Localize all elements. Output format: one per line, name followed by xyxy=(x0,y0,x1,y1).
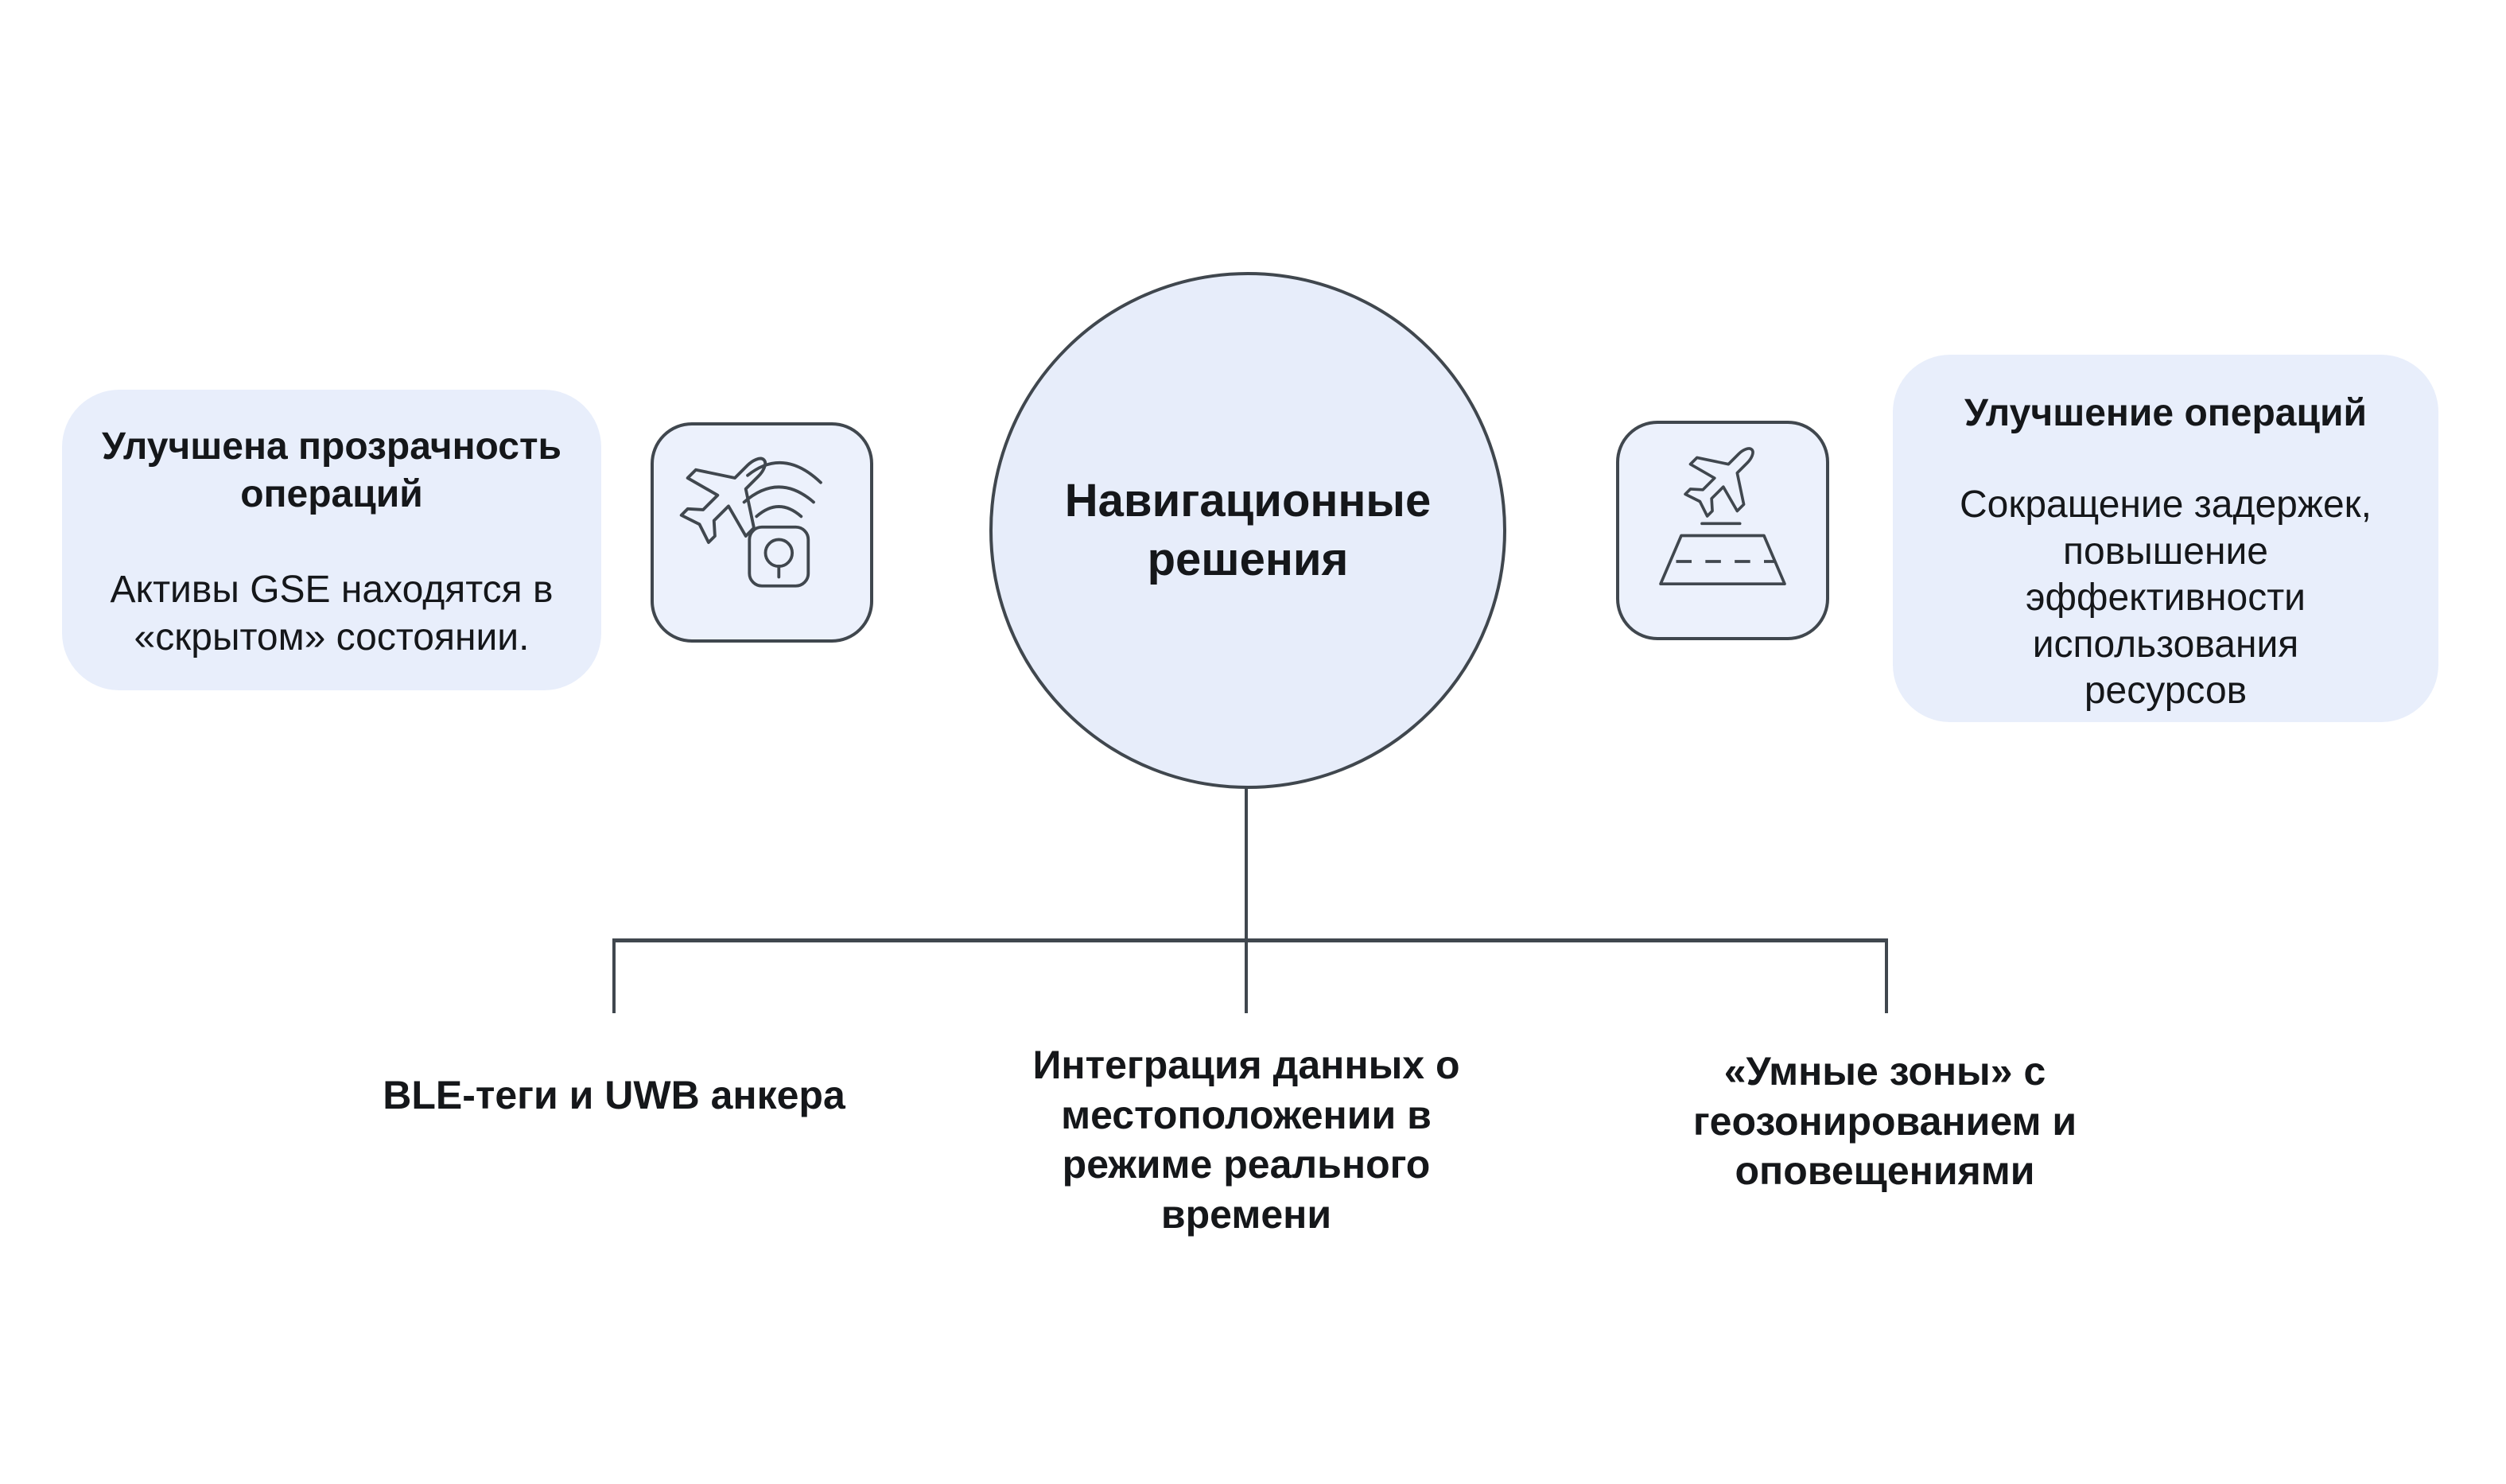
plane-outline xyxy=(679,456,767,544)
tag-square xyxy=(748,525,810,588)
left-card-title: Улучшена прозрачность операций xyxy=(102,425,561,515)
signal-arc-small xyxy=(755,505,803,519)
right-benefit-card: Улучшение операций Сокращение задержек, … xyxy=(1893,355,2438,722)
right-card-title: Улучшение операций xyxy=(1964,392,2368,434)
takeoff-plane-outline xyxy=(1684,447,1754,518)
plane-takeoff-runway-icon xyxy=(1659,447,1786,586)
connector-stub-middle xyxy=(1245,938,1248,1013)
left-card-body: Активы GSE находятся в «скрытом» состоян… xyxy=(110,569,554,659)
plane-tracking-icon xyxy=(679,456,822,588)
connector-trunk xyxy=(1245,786,1248,942)
connector-stub-left xyxy=(612,938,616,1013)
center-title: Навигационные решения xyxy=(1064,474,1432,585)
plane-tracking-tile xyxy=(651,422,873,643)
branch-label-ble-uwb: BLE-теги и UWB анкера xyxy=(383,1073,845,1117)
tag-pin-circle xyxy=(763,538,795,568)
branch-label-realtime-location: Интеграция данных о местоположении в реж… xyxy=(1032,1043,1460,1237)
connector-crossbar xyxy=(612,938,1888,942)
plane-takeoff-tile xyxy=(1616,421,1829,640)
runway-trapezoid xyxy=(1659,534,1786,586)
branch-label-smart-zones: «Умные зоны» с геозонированием и оповеще… xyxy=(1692,1049,2077,1193)
center-node: Навигационные решения xyxy=(989,272,1506,789)
connector-stub-right xyxy=(1885,938,1888,1013)
signal-arc-medium xyxy=(742,485,815,504)
right-card-body: Сокращение задержек, повышение эффективн… xyxy=(1960,484,2372,713)
signal-arc-large xyxy=(746,460,822,484)
left-benefit-card: Улучшена прозрачность операций Активы GS… xyxy=(62,390,601,690)
